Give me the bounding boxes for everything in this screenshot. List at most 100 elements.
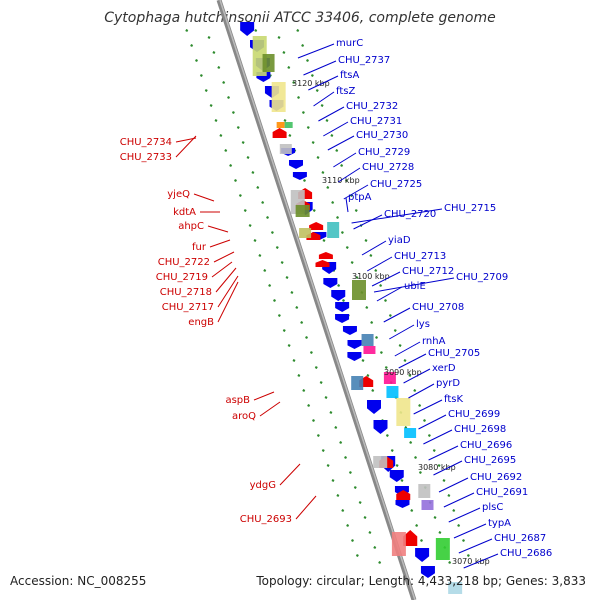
gc-tick	[324, 396, 328, 399]
gc-tick	[388, 314, 392, 317]
forward-gene-arrow	[292, 172, 307, 180]
gc-tick	[321, 171, 325, 174]
gene-function-box	[386, 386, 399, 398]
right-gene-label: CHU_2712	[402, 266, 454, 277]
forward-gene-arrow	[335, 314, 350, 323]
gc-tick	[266, 216, 270, 219]
right-gene-label: CHU_2729	[358, 147, 410, 158]
gc-tick	[311, 141, 315, 144]
left-leader-line	[175, 137, 197, 143]
forward-gene-arrow	[367, 400, 381, 414]
gc-tick	[331, 201, 335, 204]
gc-tick	[438, 531, 442, 534]
gc-tick	[371, 389, 375, 392]
gc-tick	[224, 149, 228, 152]
gc-tick	[258, 254, 262, 257]
right-leader-line	[343, 184, 369, 200]
gc-tick	[236, 126, 240, 129]
gc-tick	[393, 329, 397, 332]
gc-tick	[326, 186, 330, 189]
chromosome-highlight	[219, 0, 416, 600]
gc-tick	[408, 374, 412, 377]
gc-tick	[414, 456, 418, 459]
gc-tick	[374, 269, 378, 272]
left-gene-label: aspB	[225, 395, 250, 406]
gc-tick	[251, 171, 255, 174]
gc-tick	[339, 441, 343, 444]
gc-tick	[437, 464, 441, 467]
gc-tick	[316, 156, 320, 159]
gc-tick	[364, 239, 368, 242]
forward-gene-arrow	[240, 22, 255, 36]
gc-tick	[312, 209, 316, 212]
left-gene-label: CHU_2693	[240, 514, 292, 525]
kbp-marker-label: 3070 kbp	[452, 557, 490, 566]
gc-tick	[301, 111, 305, 114]
gc-tick	[185, 29, 189, 32]
left-gene-label: CHU_2734	[120, 137, 172, 148]
gc-tick	[295, 306, 299, 309]
gc-tick	[303, 179, 306, 182]
right-leader-line	[333, 152, 357, 168]
forward-gene-arrow	[420, 566, 435, 578]
gc-tick	[452, 509, 456, 512]
gc-tick	[227, 96, 231, 99]
gc-tick	[300, 321, 304, 324]
gc-tick	[350, 261, 354, 264]
gc-tick	[305, 336, 309, 339]
gc-tick	[282, 51, 286, 54]
gc-tick	[415, 524, 419, 527]
right-leader-line	[345, 197, 349, 213]
right-leader-line	[373, 277, 455, 293]
gc-tick	[273, 299, 276, 302]
gc-tick	[282, 329, 286, 332]
right-gene-label: ptpA	[348, 192, 372, 203]
gc-tick	[336, 494, 340, 497]
gc-tick	[268, 284, 272, 287]
right-gene-label: CHU_2696	[460, 440, 512, 451]
right-gene-label: lys	[416, 319, 430, 330]
gc-tick	[306, 126, 310, 129]
left-gene-label: CHU_2722	[158, 257, 210, 268]
gc-tick	[423, 419, 426, 422]
left-leader-line	[217, 281, 239, 323]
left-gene-label: fur	[192, 242, 207, 253]
gc-tick	[219, 134, 223, 137]
right-gene-label: CHU_2687	[494, 533, 546, 544]
gene-function-box	[295, 205, 310, 217]
gc-tick	[248, 224, 252, 227]
gc-tick	[400, 479, 404, 482]
gc-tick	[285, 276, 289, 279]
right-gene-label: ubiE	[404, 281, 426, 292]
gc-tick	[331, 479, 335, 482]
gc-tick	[195, 59, 198, 62]
gc-tick	[395, 464, 399, 467]
right-gene-label: typA	[488, 518, 511, 529]
right-gene-label: CHU_2708	[412, 302, 464, 313]
reverse-gene-arrow	[318, 252, 333, 259]
gc-tick	[329, 411, 333, 414]
gc-tick	[361, 359, 365, 362]
right-leader-line	[433, 460, 463, 476]
gc-tick	[310, 74, 314, 77]
left-leader-line	[175, 135, 197, 158]
gc-tick	[292, 359, 296, 362]
gc-tick	[314, 366, 318, 369]
gene-function-box	[418, 484, 431, 498]
gc-tick	[345, 179, 348, 182]
gc-tick	[319, 381, 323, 384]
gene-function-box	[352, 280, 366, 300]
gc-tick	[322, 239, 326, 242]
gene-function-box	[404, 428, 417, 438]
kbp-marker-label: 3100 kbp	[352, 272, 390, 281]
right-leader-line	[308, 75, 339, 91]
left-gene-label: CHU_2718	[160, 287, 212, 298]
gc-tick	[270, 231, 274, 234]
right-gene-label: xerD	[432, 363, 456, 374]
right-gene-label: plsC	[482, 502, 503, 513]
gc-tick	[346, 524, 350, 527]
right-leader-line	[323, 121, 349, 137]
reverse-gene-arrow	[403, 530, 418, 546]
gc-tick	[277, 314, 281, 317]
gc-tick	[287, 344, 291, 347]
